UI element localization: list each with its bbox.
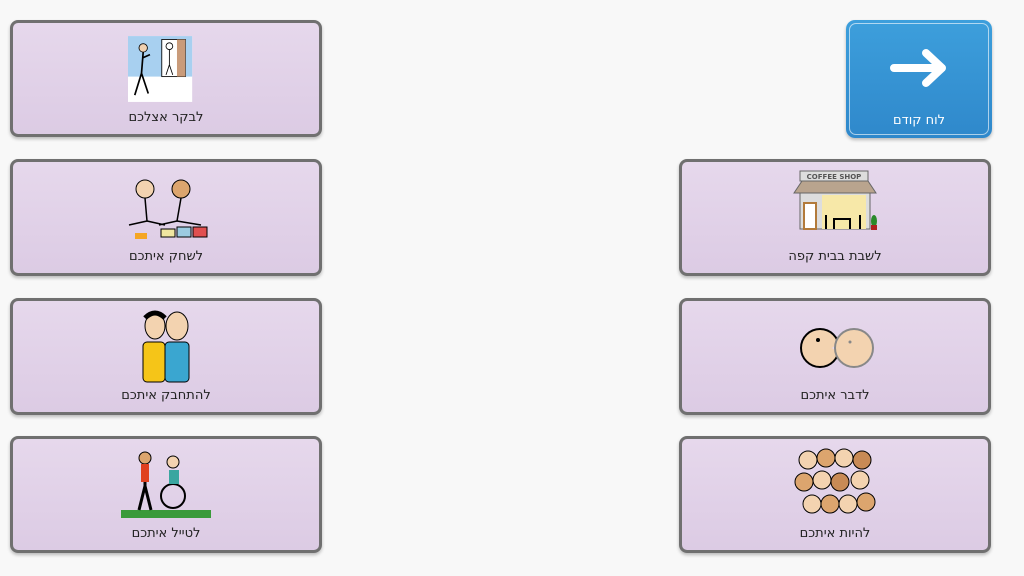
tile-visit[interactable]: לבקר אצלכם — [10, 20, 322, 137]
hug-icon — [142, 310, 190, 383]
button-border — [849, 23, 989, 135]
tile-walk[interactable]: לטייל איתכם — [10, 436, 322, 553]
tile-label: לבקר אצלכם — [128, 110, 204, 125]
coffee-shop-icon: COFFEE SHOP — [793, 170, 877, 230]
tile-label: לשבת בבית קפה — [788, 249, 882, 264]
walk-wheelchair-icon — [121, 451, 211, 518]
arrow-right-icon — [890, 49, 946, 87]
group-people-icon — [794, 448, 876, 514]
tile-play[interactable]: לשחק איתכם — [10, 159, 322, 276]
visit-icon — [128, 36, 193, 102]
tile-talk[interactable]: לדבר איתכם — [679, 298, 991, 415]
previous-board-label: לוח קודם — [892, 113, 946, 128]
tile-hug[interactable]: להתחבק איתכם — [10, 298, 322, 415]
play-together-icon — [128, 179, 208, 239]
svg-text:COFFEE SHOP: COFFEE SHOP — [807, 173, 862, 181]
tile-label: להיות איתכם — [799, 526, 871, 541]
tile-label: לטייל איתכם — [131, 526, 201, 541]
tile-label: לדבר איתכם — [800, 388, 870, 403]
previous-board-button[interactable]: לוח קודם — [846, 20, 992, 138]
tile-label: לשחק איתכם — [128, 249, 204, 264]
tile-coffee-shop[interactable]: COFFEE SHOP לשבת בבית קפה — [679, 159, 991, 276]
talk-icon — [800, 328, 874, 368]
tile-label: להתחבק איתכם — [121, 388, 211, 403]
tile-be-together[interactable]: להיות איתכם — [679, 436, 991, 553]
